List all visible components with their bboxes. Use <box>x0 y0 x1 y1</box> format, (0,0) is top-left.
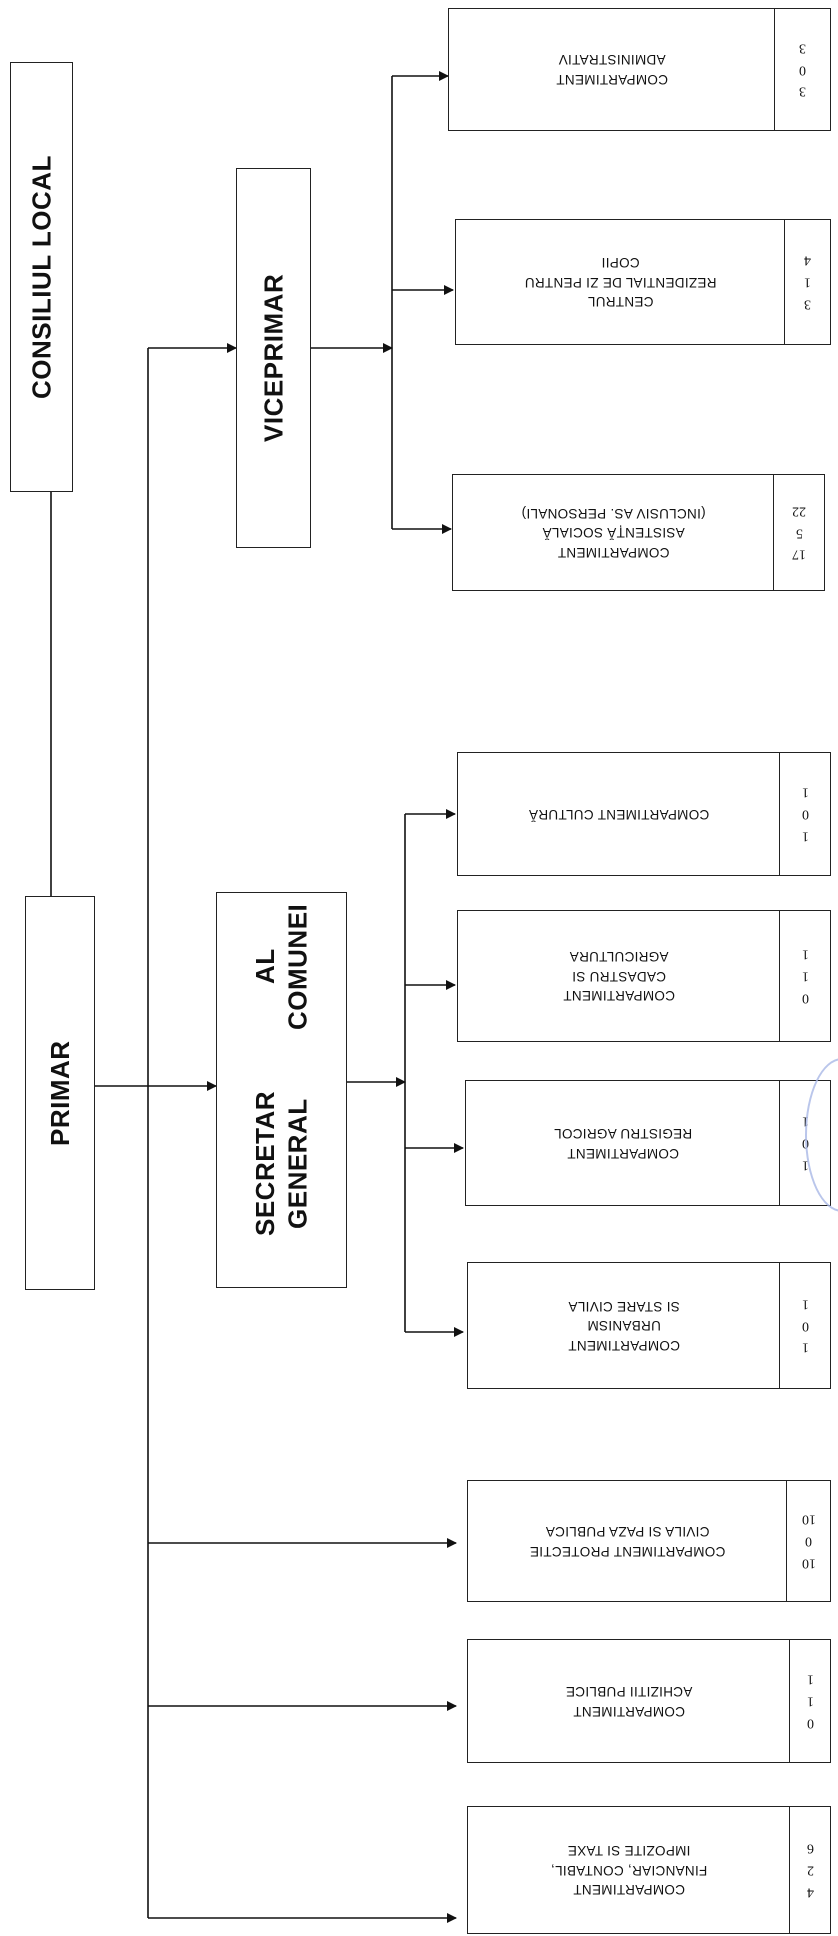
dept-line: URBANISM <box>587 1318 661 1334</box>
dept-line: COMPARTIMENT <box>556 72 668 88</box>
dept-line: ACHIZITII PUBLICE <box>565 1684 693 1699</box>
dept-count: 0 <box>805 1533 812 1549</box>
dept-line: CADASTRU SI <box>571 968 667 984</box>
dept-count: 0 <box>806 1715 814 1731</box>
dept-line: COMPARTIMENT CULTURĂ <box>528 806 710 822</box>
dept-count: 22 <box>792 503 806 519</box>
dept-cadastru-agricultura: COMPARTIMENT CADASTRU SI AGRICULTURA 1 1… <box>457 910 831 1042</box>
dept-urbanism-stare-civila: COMPARTIMENT URBANISM SI STARE CIVILA 1 … <box>467 1262 831 1389</box>
dept-protectie-civila: COMPARTIMENT PROTECTIE CIVILA SI PAZA PU… <box>467 1480 831 1602</box>
dept-count: 3 <box>799 40 806 56</box>
dept-line: CENTRUL <box>587 294 654 310</box>
dept-count: 5 <box>795 525 803 541</box>
dept-line: FINANCIAR, CONTABIL, <box>550 1862 708 1878</box>
consiliul-local-box: CONSILIUL LOCAL <box>10 62 73 492</box>
dept-line: COMPARTIMENT <box>567 1145 679 1161</box>
dept-line: CIVILA SI PAZA PUBLICA <box>545 1524 710 1539</box>
dept-line: COMPARTIMENT <box>563 988 675 1004</box>
dept-count: 1 <box>801 785 809 801</box>
dept-achizitii-publice: COMPARTIMENT ACHIZITII PUBLICE 1 1 0 <box>467 1639 831 1763</box>
primar-label: PRIMAR <box>44 1040 75 1146</box>
dept-count: 3 <box>804 296 811 312</box>
dept-line: COMPARTIMENT <box>557 544 670 560</box>
dept-count: 1 <box>804 274 811 290</box>
dept-line: ASISTENȚĂ SOCIALĂ <box>542 525 685 541</box>
dept-financiar-contabil: COMPARTIMENT FINANCIAR, CONTABIL, IMPOZI… <box>467 1806 831 1934</box>
dept-line: COMPARTIMENT PROTECTIE <box>529 1543 726 1559</box>
secretar-general-box: SECRETAR GENERAL AL COMUNEI <box>216 892 347 1288</box>
dept-count: 0 <box>801 806 809 822</box>
dept-line: ADMINISTRATIV <box>558 52 666 68</box>
dept-count: 1 <box>801 828 809 844</box>
dept-count: 10 <box>801 1512 816 1528</box>
dept-count: 1 <box>801 1296 809 1312</box>
dept-count: 2 <box>806 1862 814 1878</box>
dept-asistenta-sociala: COMPARTIMENT ASISTENȚĂ SOCIALĂ (INCLUSIV… <box>452 474 825 591</box>
dept-line: AGRICULTURA <box>569 949 669 965</box>
dept-count: 3 <box>799 84 806 100</box>
dept-count: 4 <box>804 253 811 269</box>
consiliul-local-label: CONSILIUL LOCAL <box>26 155 57 399</box>
dept-count: 4 <box>806 1884 814 1900</box>
dept-count: 0 <box>801 1318 809 1334</box>
dept-line: IMPOZITE SI TAXE <box>567 1843 691 1859</box>
viceprimar-label: VICEPRIMAR <box>258 273 289 443</box>
dept-count: 1 <box>801 968 809 984</box>
dept-count: 1 <box>801 1340 809 1356</box>
secretar-line-2: AL COMUNEI <box>250 903 313 1030</box>
dept-administrativ: COMPARTIMENT ADMINISTRATIV 3 0 3 <box>448 8 831 131</box>
dept-count: 0 <box>799 62 806 78</box>
dept-centrul-rezidential: CENTRUL REZIDENTIAL DE ZI PENTRU COPII 4… <box>455 219 831 345</box>
dept-count: 17 <box>792 547 806 563</box>
dept-line: COMPARTIMENT <box>573 1882 685 1898</box>
primar-box: PRIMAR <box>25 896 95 1290</box>
dept-count: 0 <box>801 990 809 1006</box>
secretar-general-label: SECRETAR GENERAL AL COMUNEI <box>217 893 346 1287</box>
viceprimar-box: VICEPRIMAR <box>236 168 311 548</box>
dept-line: COMPARTIMENT <box>568 1337 680 1353</box>
dept-line: (INCLUSIV AS. PERSONALI) <box>521 505 706 521</box>
dept-line: REZIDENTIAL DE ZI PENTRU <box>524 274 717 290</box>
dept-count: 6 <box>806 1841 814 1857</box>
dept-line: COPII <box>601 255 640 271</box>
dept-line: REGISTRU AGRICOL <box>553 1126 693 1141</box>
dept-count: 1 <box>806 1672 814 1688</box>
dept-line: SI STARE CIVILA <box>568 1298 680 1314</box>
dept-line: COMPARTIMENT <box>573 1703 685 1719</box>
dept-count: 10 <box>801 1555 816 1571</box>
secretar-line-1: SECRETAR GENERAL <box>250 1091 313 1237</box>
dept-registru-agricol: COMPARTIMENT REGISTRU AGRICOL 1 0 1 <box>465 1080 831 1206</box>
dept-cultura: COMPARTIMENT CULTURĂ 1 0 1 <box>457 752 831 876</box>
dept-count: 1 <box>801 947 809 963</box>
dept-count: 1 <box>806 1693 814 1709</box>
